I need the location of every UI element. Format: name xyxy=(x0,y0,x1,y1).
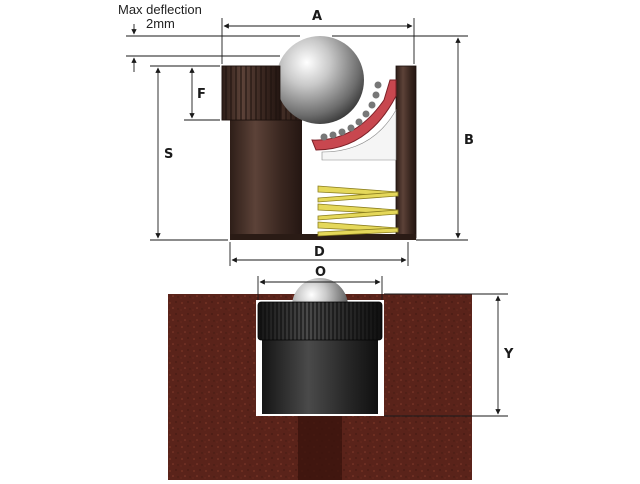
dim-label-a: A xyxy=(312,9,322,24)
housing-right-wall xyxy=(396,66,416,238)
dim-label-b: B xyxy=(464,133,474,148)
dim-label-y: Y xyxy=(503,347,514,362)
housing-body xyxy=(230,118,302,240)
lower-mounted-unit xyxy=(168,278,472,480)
lower-housing-body xyxy=(262,338,378,414)
main-ball xyxy=(276,36,364,124)
dim-label-o: O xyxy=(315,265,326,280)
upper-dimensions xyxy=(126,18,468,266)
small-bearing-balls xyxy=(320,81,382,141)
max-deflection-value: 2mm xyxy=(146,16,175,31)
dim-label-s: S xyxy=(164,147,173,162)
compression-spring xyxy=(317,185,399,237)
dim-label-d: D xyxy=(314,245,325,260)
upper-unit xyxy=(221,36,417,240)
drain-hole xyxy=(298,416,342,480)
lower-dimensions xyxy=(257,276,508,417)
max-deflection-label: Max deflection xyxy=(118,2,202,17)
dim-label-f: F xyxy=(197,87,206,102)
housing-base xyxy=(230,234,416,240)
